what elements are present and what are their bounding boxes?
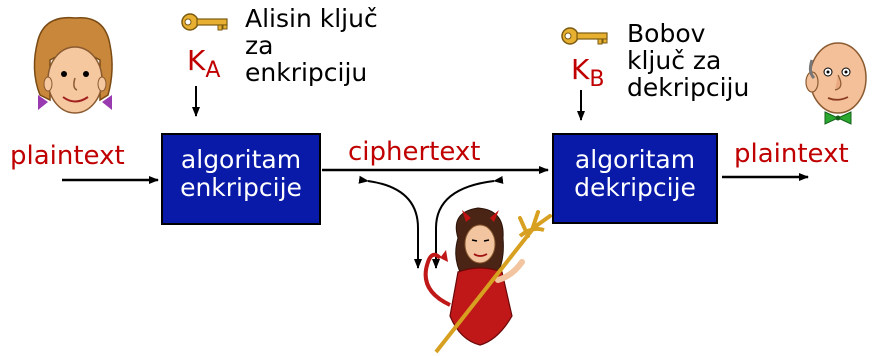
alice-key-label-line-3: enkripciju — [245, 58, 368, 87]
eavesdrop-left-arrow — [358, 175, 422, 269]
alice-key-subscript: A — [205, 58, 221, 83]
bob-key-symbol: KB — [571, 53, 604, 92]
eavesdrop-right-arrow — [432, 175, 504, 269]
bob-key-letter: K — [571, 53, 590, 86]
alice-key-icon — [181, 13, 228, 31]
bob-key-label-line-2: ključ za — [627, 46, 722, 75]
plaintext-in-label: plaintext — [10, 141, 125, 171]
encryption-box-line-2: enkripcije — [180, 173, 302, 202]
encryption-algorithm-box: algoritam enkripcije — [161, 133, 321, 225]
plaintext-out-label: plaintext — [734, 139, 849, 169]
alice-key-symbol: KA — [187, 44, 220, 83]
alice-key-letter: K — [187, 44, 206, 77]
encryption-box-line-1: algoritam — [180, 145, 302, 174]
decryption-box-line-2: dekripcije — [574, 173, 696, 202]
bob-key-icon — [561, 27, 608, 45]
ciphertext-label: ciphertext — [348, 137, 481, 167]
alice-key-label: Alisin ključ za enkripciju — [245, 5, 378, 86]
alice-key-label-line-1: Alisin ključ — [245, 4, 378, 33]
alice-avatar-icon — [33, 16, 113, 114]
decryption-algorithm-box: algoritam dekripcije — [552, 133, 718, 224]
bob-key-label-line-3: dekripciju — [627, 73, 750, 102]
alice-key-label-line-2: za — [245, 31, 274, 60]
decryption-box-line-1: algoritam — [574, 145, 696, 174]
bob-key-label: Bobov ključ za dekripciju — [627, 20, 749, 101]
bob-key-label-line-1: Bobov — [627, 19, 706, 48]
bob-avatar-icon — [805, 42, 867, 125]
bob-key-subscript: B — [589, 67, 605, 92]
trudy-avatar-icon — [423, 207, 552, 354]
